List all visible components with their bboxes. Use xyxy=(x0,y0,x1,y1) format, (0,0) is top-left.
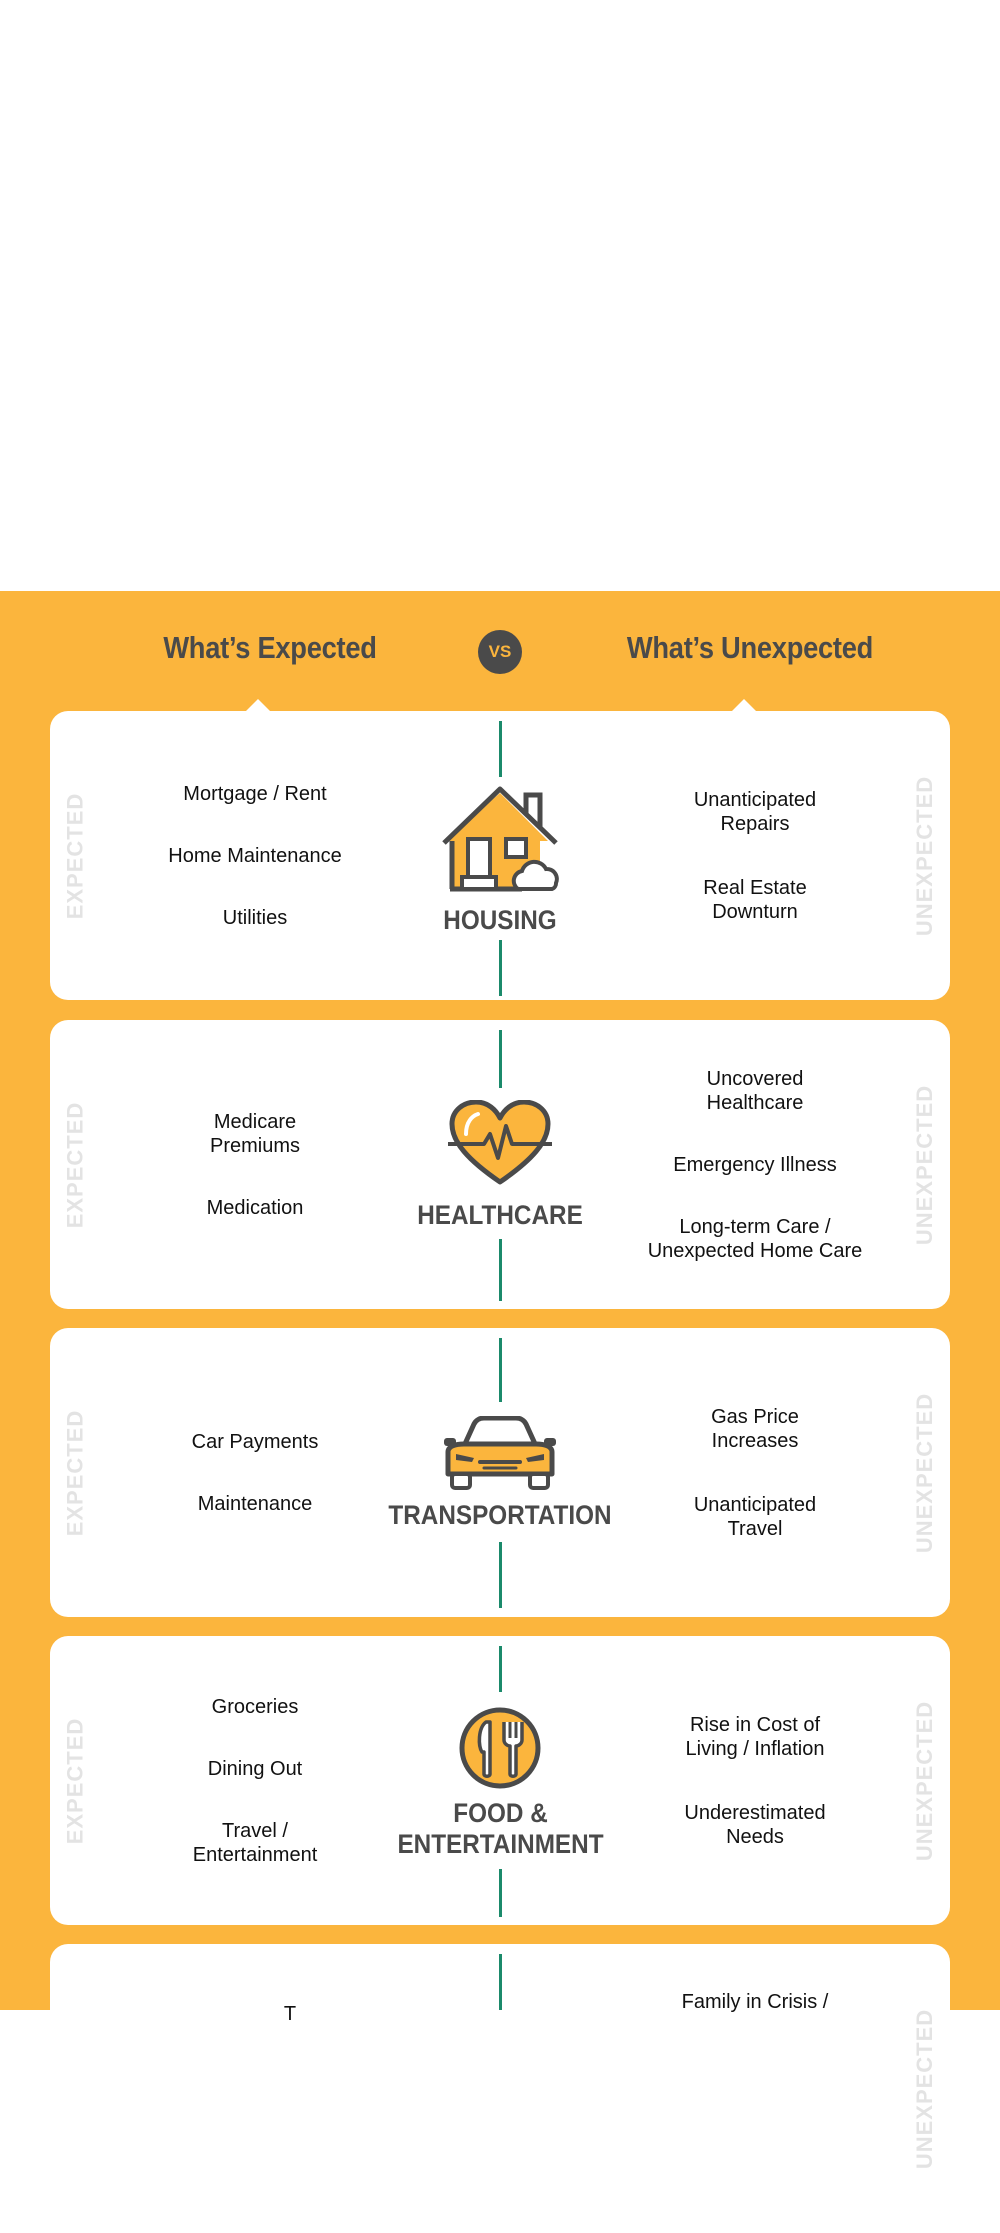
list-item: Travel / Entertainment xyxy=(192,1819,318,1866)
list-item: Medicare Premiums xyxy=(209,1110,300,1157)
divider-line xyxy=(499,1030,502,1088)
vs-badge: VS xyxy=(478,630,522,674)
divider-line xyxy=(499,1869,502,1917)
divider-line xyxy=(499,1239,502,1301)
list-item: Family in Crisis / xyxy=(681,1991,829,2013)
list-item: Long-term Care / Unexpected Home Care xyxy=(647,1215,863,1262)
list-item: Medication xyxy=(206,1196,304,1219)
category-title: HEALTHCARE xyxy=(417,1200,583,1230)
divider-line xyxy=(499,940,502,996)
list-item: Rise in Cost of Living / Inflation xyxy=(685,1713,825,1760)
divider-line xyxy=(499,1542,502,1608)
fork-knife-icon xyxy=(459,1707,541,1789)
list-item: T xyxy=(283,2003,297,2025)
list-item: Uncovered Healthcare xyxy=(706,1067,804,1114)
list-item: Car Payments xyxy=(191,1430,319,1453)
expected-list: Groceries Dining Out Travel / Entertainm… xyxy=(110,1636,400,1925)
list-item: Mortgage / Rent xyxy=(183,782,327,805)
expected-side-label: EXPECTED xyxy=(62,1717,87,1844)
category-title: HOUSING xyxy=(443,905,557,935)
card-pointer xyxy=(246,699,270,711)
list-item: Gas Price Increases xyxy=(711,1405,799,1452)
category-center: HOUSING xyxy=(350,783,650,936)
list-item: Dining Out xyxy=(207,1757,303,1780)
healthcare-card: EXPECTED UNEXPECTED Medicare Premiums Me… xyxy=(50,1020,950,1309)
list-item: Underestimated Needs xyxy=(684,1801,826,1848)
expected-list: Medicare Premiums Medication xyxy=(110,1020,400,1309)
unexpected-heading: What’s Unexpected xyxy=(626,630,874,665)
unexpected-side-label: UNEXPECTED xyxy=(912,1392,938,1553)
housing-card: EXPECTED UNEXPECTED Mortgage / Rent Home… xyxy=(50,699,950,1000)
unexpected-side-label: UNEXPECTED xyxy=(912,2008,938,2169)
expected-heading: What’s Expected xyxy=(163,630,377,665)
expected-side-label: EXPECTED xyxy=(62,1101,87,1228)
category-center: TRANSPORTATION xyxy=(350,1416,650,1531)
card-pointer xyxy=(732,699,756,711)
car-icon xyxy=(444,1416,556,1490)
unexpected-side-label: UNEXPECTED xyxy=(912,1084,938,1245)
unexpected-list: Rise in Cost of Living / Inflation Under… xyxy=(610,1636,900,1925)
list-item: Maintenance xyxy=(197,1492,313,1515)
unexpected-list: Unanticipated Repairs Real Estate Downtu… xyxy=(610,711,900,1000)
divider-line xyxy=(499,1338,502,1402)
expected-side-label: EXPECTED xyxy=(62,1409,87,1536)
category-center: FOOD & ENTERTAINMENT xyxy=(350,1706,650,1860)
list-item: Unanticipated Repairs xyxy=(693,788,817,835)
category-title: FOOD & ENTERTAINMENT xyxy=(396,1798,604,1859)
list-item: Utilities xyxy=(222,906,288,929)
expected-side-label: EXPECTED xyxy=(62,792,87,919)
list-item: Home Maintenance xyxy=(168,844,342,867)
list-item: Real Estate Downturn xyxy=(703,876,807,923)
transportation-card: EXPECTED UNEXPECTED Car Payments Mainten… xyxy=(50,1328,950,1617)
list-item: Unanticipated Travel xyxy=(693,1493,817,1540)
unexpected-list: Gas Price Increases Unanticipated Travel xyxy=(610,1328,900,1617)
category-title: TRANSPORTATION xyxy=(388,1500,612,1530)
unexpected-side-label: UNEXPECTED xyxy=(912,1700,938,1861)
divider-line xyxy=(499,1646,502,1692)
unexpected-list: Uncovered Healthcare Emergency Illness L… xyxy=(610,1020,900,1309)
divider-line xyxy=(499,721,502,777)
house-icon xyxy=(442,786,559,892)
food-entertainment-card: EXPECTED UNEXPECTED Groceries Dining Out… xyxy=(50,1636,950,1925)
category-center: HEALTHCARE xyxy=(350,1100,650,1231)
expected-list: Car Payments Maintenance xyxy=(110,1328,400,1617)
divider-line xyxy=(499,1954,502,2010)
partial-card: T Family in Crisis / UNEXPECTED xyxy=(50,1944,950,2233)
heart-icon xyxy=(448,1100,552,1185)
expected-list: Mortgage / Rent Home Maintenance Utiliti… xyxy=(110,711,400,1000)
unexpected-side-label: UNEXPECTED xyxy=(912,775,938,936)
list-item: Groceries xyxy=(211,1695,299,1718)
list-item: Emergency Illness xyxy=(673,1153,837,1176)
